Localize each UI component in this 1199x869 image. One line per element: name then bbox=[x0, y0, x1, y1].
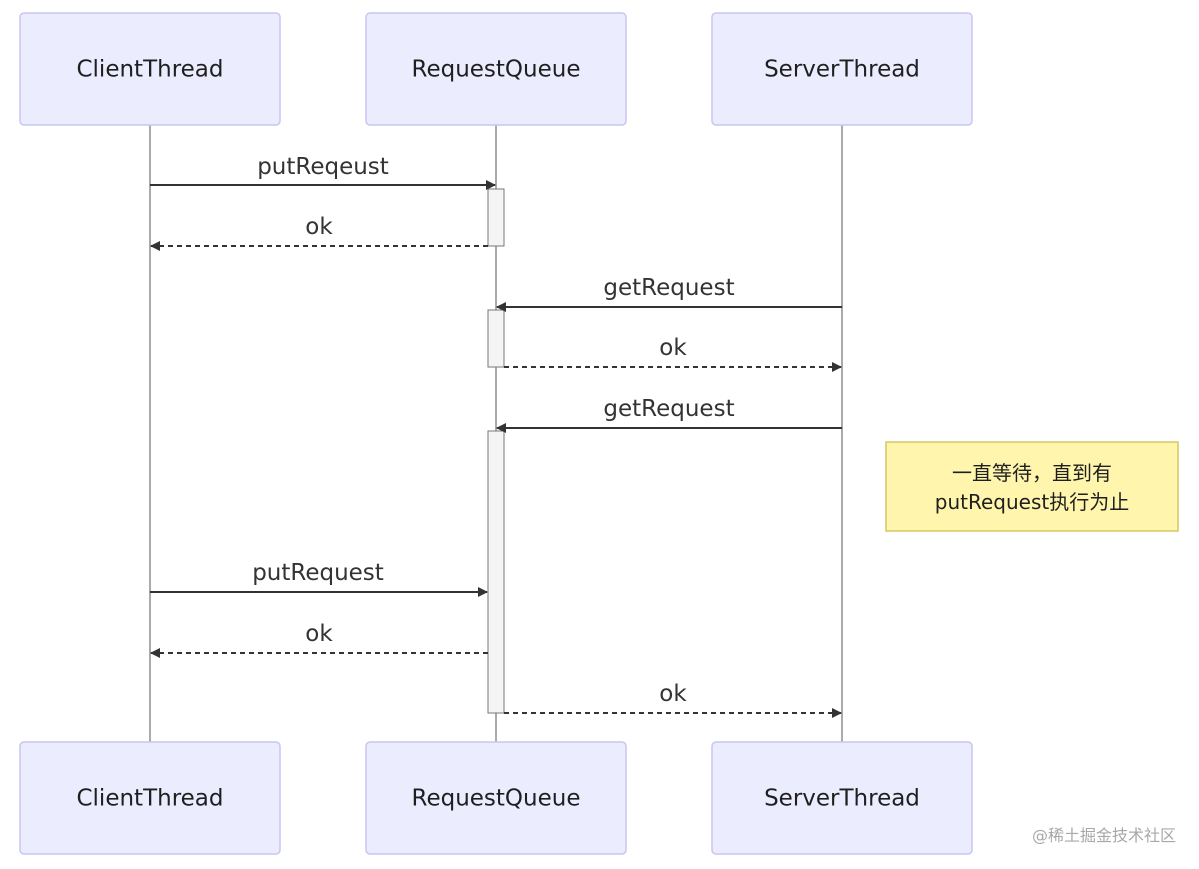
actor-client-bottom: ClientThread bbox=[19, 741, 281, 855]
actor-queue-label-bottom: RequestQueue bbox=[412, 786, 581, 812]
message-3-label: getRequest bbox=[603, 275, 734, 301]
note: 一直等待，直到有 putRequest执行为止 bbox=[885, 441, 1179, 532]
message-6: putRequest bbox=[150, 560, 488, 597]
actor-client-label: ClientThread bbox=[76, 57, 223, 83]
actor-queue-top: RequestQueue bbox=[365, 12, 627, 126]
message-4: ok bbox=[504, 335, 842, 372]
message-1: putReqeust bbox=[150, 154, 496, 190]
message-1-label: putReqeust bbox=[257, 154, 389, 180]
message-8-label: ok bbox=[659, 681, 687, 707]
actor-server-top: ServerThread bbox=[711, 12, 973, 126]
watermark: @稀土掘金技术社区 bbox=[1032, 826, 1176, 845]
message-5-label: getRequest bbox=[603, 396, 734, 422]
actor-client-top: ClientThread bbox=[19, 12, 281, 126]
message-8: ok bbox=[504, 681, 842, 718]
message-2-label: ok bbox=[305, 214, 333, 240]
activation-bar-3 bbox=[487, 430, 505, 714]
actor-queue-bottom: RequestQueue bbox=[365, 741, 627, 855]
message-4-label: ok bbox=[659, 335, 687, 361]
message-7-label: ok bbox=[305, 621, 333, 647]
note-line-2: putRequest执行为止 bbox=[935, 490, 1129, 514]
actor-server-label: ServerThread bbox=[764, 57, 920, 83]
message-6-label: putRequest bbox=[252, 560, 384, 586]
message-5: getRequest bbox=[496, 396, 842, 433]
actor-server-label-bottom: ServerThread bbox=[764, 786, 920, 812]
message-2: ok bbox=[150, 214, 488, 251]
actor-client-label-bottom: ClientThread bbox=[76, 786, 223, 812]
actor-queue-label: RequestQueue bbox=[412, 57, 581, 83]
message-7: ok bbox=[150, 621, 488, 658]
message-3: getRequest bbox=[496, 275, 842, 312]
note-line-1: 一直等待，直到有 bbox=[952, 461, 1112, 485]
activation-bar-2 bbox=[487, 309, 505, 368]
activation-bar-1 bbox=[487, 188, 505, 247]
actor-server-bottom: ServerThread bbox=[711, 741, 973, 855]
